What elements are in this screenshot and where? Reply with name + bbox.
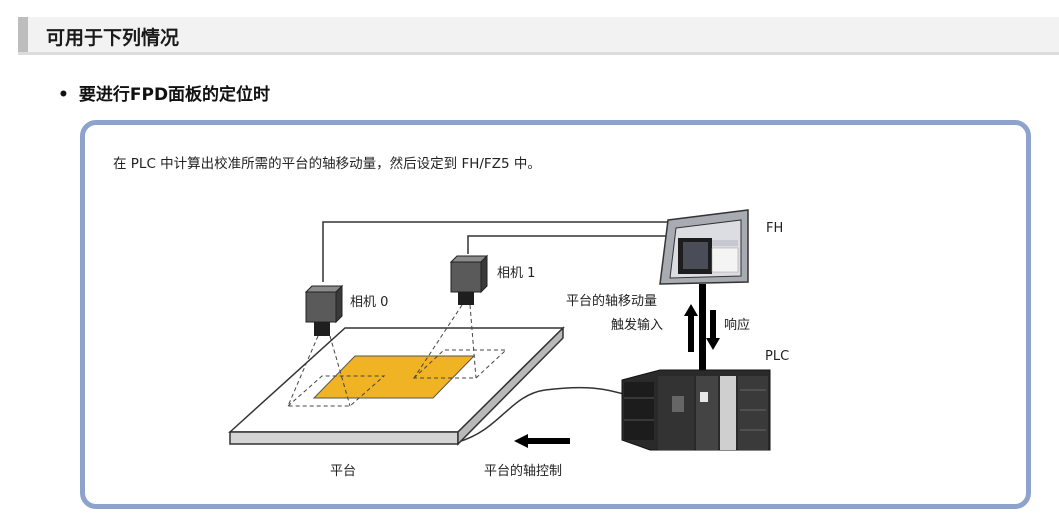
section-title: 可用于下列情况	[46, 27, 180, 49]
camera0-cable	[322, 221, 676, 282]
label-axis-move: 平台的轴移动量	[566, 293, 657, 309]
label-response: 响应	[724, 317, 750, 333]
label-stage: 平台	[330, 464, 356, 479]
bullet-dot: •	[58, 85, 69, 105]
camera-fov	[286, 304, 508, 407]
section-header-accent-bar	[18, 17, 28, 52]
camera-0	[304, 284, 344, 336]
stage-control-cable	[457, 386, 631, 443]
fh-plc-cable	[699, 284, 706, 370]
cables	[322, 221, 676, 443]
camera-1	[449, 254, 489, 305]
label-trigger-input: 触发输入	[611, 317, 663, 333]
fh-controller	[659, 209, 749, 285]
label-plc: PLC	[765, 349, 789, 364]
plc-unit	[621, 369, 771, 451]
section-header: 可用于下列情况	[18, 17, 1059, 55]
label-fh: FH	[766, 221, 783, 236]
camera1-cable	[467, 235, 668, 254]
label-camera-1: 相机 1	[497, 266, 535, 281]
bullet-item: • 要进行FPD面板的定位时	[58, 80, 270, 105]
arrows	[514, 304, 720, 448]
bullet-text: 要进行FPD面板的定位时	[78, 85, 271, 105]
label-camera-0: 相机 0	[350, 295, 388, 310]
diagram-description: 在 PLC 中计算出校准所需的平台的轴移动量，然后设定到 FH/FZ5 中。	[113, 156, 541, 172]
label-axis-control: 平台的轴控制	[484, 463, 562, 479]
